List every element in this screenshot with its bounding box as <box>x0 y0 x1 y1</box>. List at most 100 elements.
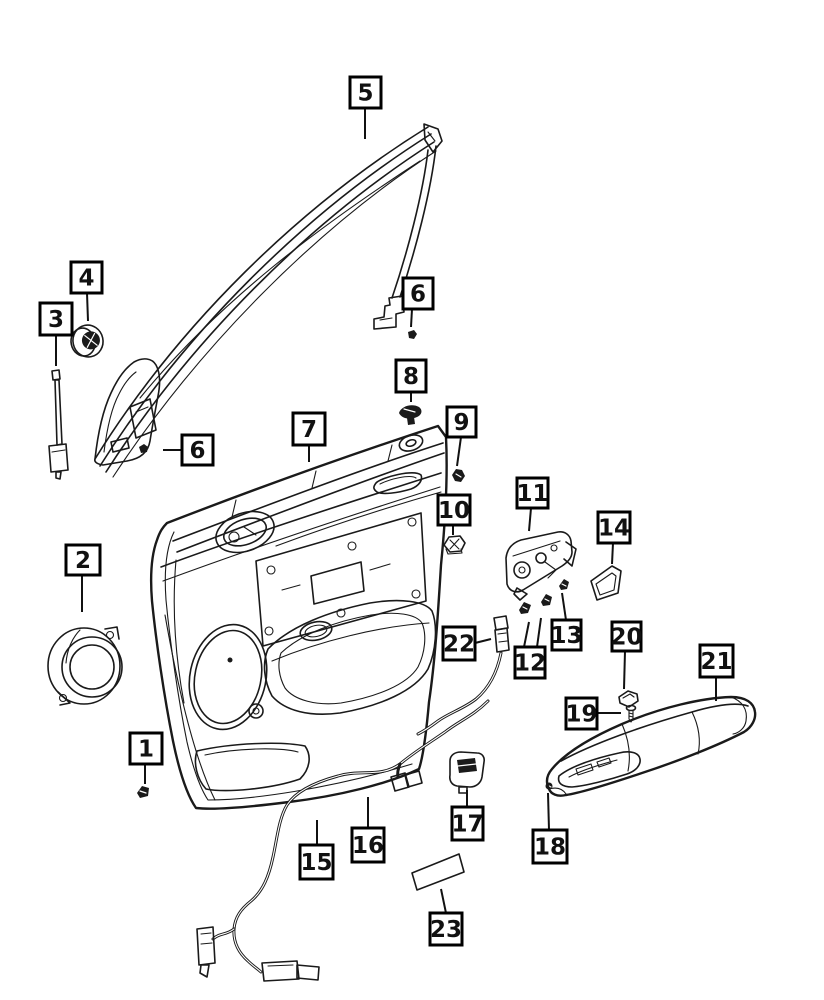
leader-line <box>547 792 550 831</box>
wiring-harness <box>196 699 490 982</box>
callout-box <box>69 260 104 295</box>
callout-number: 16 <box>352 833 384 859</box>
callout-number: 15 <box>300 850 332 876</box>
callout-number: 7 <box>301 417 317 443</box>
leader-line <box>410 308 413 328</box>
wire-strip <box>48 369 69 480</box>
callout-box <box>394 358 428 394</box>
leader-line <box>456 436 462 467</box>
callout-box <box>610 620 643 653</box>
fastener-clips <box>519 579 569 614</box>
callout-number: 6 <box>189 438 205 464</box>
callout-1: 1 <box>128 731 164 784</box>
callout-box <box>564 696 599 731</box>
callout-number: 19 <box>565 702 597 728</box>
callout-box <box>180 433 215 467</box>
push-clip <box>399 405 422 425</box>
armrest <box>545 695 757 797</box>
callout-number: 6 <box>410 282 426 308</box>
callout-number: 13 <box>550 623 582 649</box>
callout-box <box>450 805 485 842</box>
callout-box <box>596 510 632 545</box>
callout-7: 7 <box>291 411 327 462</box>
callout-box <box>350 826 386 864</box>
callout-22: 22 <box>441 625 492 662</box>
callout-19: 19 <box>564 696 621 731</box>
callout-box <box>38 301 74 337</box>
callout-4: 4 <box>69 260 104 322</box>
callout-number: 8 <box>403 364 419 390</box>
callout-11: 11 <box>515 476 550 532</box>
callout-5: 5 <box>348 75 383 139</box>
retainer-clip <box>139 330 417 453</box>
trim-cap <box>590 565 622 601</box>
callout-8: 8 <box>394 358 428 402</box>
callout-number: 12 <box>514 651 546 677</box>
door-trim-panel <box>149 424 448 810</box>
callout-3: 3 <box>38 301 74 366</box>
callout-number: 11 <box>516 481 548 507</box>
callout-number: 22 <box>443 632 475 658</box>
leader-line <box>523 621 530 648</box>
callout-box <box>128 731 164 766</box>
leader-line <box>440 888 447 914</box>
callout-number: 10 <box>438 498 470 524</box>
callout-number: 18 <box>534 835 566 861</box>
callout-17: 17 <box>450 790 485 842</box>
callout-15: 15 <box>298 820 335 881</box>
callout-number: 2 <box>75 548 91 574</box>
clip-and-screw <box>618 690 639 723</box>
callout-number: 21 <box>700 649 732 675</box>
callout-14: 14 <box>596 510 632 565</box>
callout-box <box>531 828 569 865</box>
callout-box <box>436 493 472 527</box>
callout-box <box>445 405 478 439</box>
callout-box <box>64 543 102 577</box>
callout-box <box>515 476 550 510</box>
callout-box <box>298 843 335 881</box>
callout-box <box>441 625 477 662</box>
leader-line <box>611 542 614 565</box>
panel-clip <box>137 786 149 798</box>
callout-box <box>291 411 327 447</box>
callout-box <box>348 75 383 110</box>
leader-line <box>474 638 492 644</box>
antenna-cable <box>416 615 510 736</box>
callout-number: 1 <box>138 737 154 763</box>
callout-18: 18 <box>531 792 569 865</box>
leader-line <box>561 592 567 621</box>
callout-16: 16 <box>350 797 386 864</box>
callout-box <box>698 643 735 679</box>
leader-line <box>536 617 542 648</box>
callout-box <box>428 911 464 947</box>
callout-12: 12 <box>513 617 547 680</box>
callout-6a: 6 <box>401 276 435 328</box>
callout-9: 9 <box>445 405 478 467</box>
callout-box <box>550 618 583 652</box>
callout-number: 17 <box>451 812 483 838</box>
handle-bracket <box>505 531 577 601</box>
nut-flanged <box>443 535 466 555</box>
callout-13: 13 <box>550 592 583 652</box>
callout-10: 10 <box>436 493 472 535</box>
label-sticker <box>411 853 465 891</box>
callout-2: 2 <box>64 543 102 612</box>
callout-6b: 6 <box>163 433 215 467</box>
window-switch <box>449 751 485 794</box>
grommet-knob <box>70 324 104 358</box>
callout-number: 20 <box>610 625 642 651</box>
window-frame <box>94 123 443 478</box>
callout-23: 23 <box>428 888 464 947</box>
speaker <box>47 626 123 706</box>
callout-number: 9 <box>453 410 469 436</box>
leader-line <box>528 507 532 532</box>
callout-number: 5 <box>357 81 373 107</box>
callout-number: 4 <box>78 266 94 292</box>
callout-box <box>513 645 547 680</box>
callout-20: 20 <box>610 620 643 690</box>
callout-number: 3 <box>48 307 64 333</box>
callout-box <box>401 276 435 311</box>
